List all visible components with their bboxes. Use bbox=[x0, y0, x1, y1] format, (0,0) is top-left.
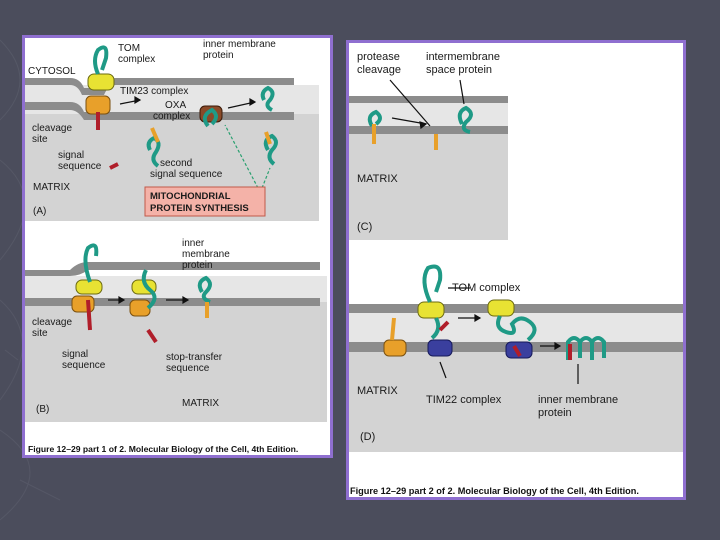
matrix-label: MATRIX bbox=[182, 398, 219, 409]
protein-chain bbox=[566, 336, 606, 360]
cleavage-site-label: cleavage site bbox=[32, 123, 75, 145]
matrix-label: MATRIX bbox=[357, 385, 398, 397]
stop-transfer-sequence-label: stop-transfer sequence bbox=[166, 352, 225, 374]
tim22-complex-label: TIM22 complex bbox=[426, 394, 502, 406]
outer-membrane bbox=[25, 262, 320, 276]
signal-sequence-mark bbox=[512, 344, 522, 358]
signal-sequence-label: signal sequence bbox=[58, 150, 102, 172]
oxa-complex-label: OXA complex bbox=[153, 100, 190, 122]
outer-membrane bbox=[25, 78, 294, 95]
protein-chain bbox=[430, 317, 441, 340]
figure-caption-left: Figure 12–29 part 1 of 2. Molecular Biol… bbox=[28, 444, 298, 454]
panel-b: inner membrane protein cleavage site sig… bbox=[25, 226, 327, 422]
outer-membrane bbox=[349, 304, 683, 313]
protein-chain bbox=[496, 315, 537, 342]
presequence-mark bbox=[390, 317, 396, 341]
protein-chain bbox=[260, 85, 275, 112]
inner-membrane-protein-label: inner membrane protein bbox=[182, 238, 233, 271]
mitochondrial-protein-synthesis-label: MITOCHONDRIAL PROTEIN SYNTHESIS bbox=[150, 191, 249, 214]
protein-chain bbox=[146, 135, 161, 168]
panel-b-letter: (B) bbox=[36, 404, 49, 415]
tim22-complex bbox=[505, 341, 533, 359]
presequence-mark bbox=[264, 131, 272, 145]
inner-membrane-protein-label: inner membrane protein bbox=[538, 394, 621, 419]
inner-membrane bbox=[25, 102, 294, 120]
tom-complex bbox=[417, 301, 445, 319]
signal-sequence-mark bbox=[146, 328, 158, 344]
panel-d: TOM complex MATRIX TIM22 complex inner m… bbox=[349, 256, 683, 452]
tom-complex-label: TOM complex bbox=[118, 43, 155, 65]
mitochondrial-protein-synthesis-box bbox=[144, 186, 266, 217]
cytosol-label: CYTOSOL bbox=[28, 66, 76, 77]
inner-membrane bbox=[349, 126, 508, 134]
protein-chain bbox=[457, 105, 473, 134]
protein-chain bbox=[93, 45, 109, 75]
matrix-label: MATRIX bbox=[357, 173, 398, 185]
protein-chain bbox=[141, 269, 157, 310]
protein-chain bbox=[197, 275, 212, 304]
signal-sequence-label: signal sequence bbox=[62, 349, 106, 371]
tom-complex-label: TOM complex bbox=[452, 282, 521, 294]
tom-complex bbox=[87, 73, 115, 91]
inner-membrane-protein-label: inner membrane protein bbox=[203, 39, 279, 61]
protein-chain bbox=[367, 109, 382, 128]
signal-sequence-mark bbox=[109, 162, 119, 170]
tim22-complex bbox=[427, 339, 453, 357]
protein-chain bbox=[202, 107, 218, 128]
tim23-complex bbox=[383, 339, 407, 357]
second-signal-sequence-label: second signal sequence bbox=[150, 158, 223, 180]
intermembrane-space-protein-label: intermembrane space protein bbox=[426, 51, 503, 76]
protein-chain bbox=[263, 133, 278, 166]
signal-sequence-mark bbox=[438, 320, 450, 332]
protease-cleavage-label: protease cleavage bbox=[357, 51, 403, 76]
tim23-complex-label: TIM23 complex bbox=[120, 86, 188, 97]
presequence-mark bbox=[150, 127, 160, 143]
protein-chain bbox=[422, 264, 443, 303]
signal-sequence-mark bbox=[86, 299, 92, 331]
panel-a-letter: (A) bbox=[33, 206, 46, 217]
outer-membrane bbox=[349, 96, 508, 103]
panel-d-letter: (D) bbox=[360, 431, 375, 443]
panel-a: TOM complex inner membrane protein CYTOS… bbox=[25, 38, 319, 221]
matrix-label: MATRIX bbox=[33, 182, 70, 193]
panel-c-letter: (C) bbox=[357, 221, 372, 233]
figure-caption-right: Figure 12–29 part 2 of 2. Molecular Biol… bbox=[350, 486, 639, 496]
tom-complex bbox=[487, 299, 515, 317]
cleavage-site-label: cleavage site bbox=[32, 317, 75, 339]
panel-c: protease cleavage intermembrane space pr… bbox=[349, 43, 508, 240]
protein-chain bbox=[83, 243, 99, 283]
inner-membrane bbox=[25, 298, 320, 306]
